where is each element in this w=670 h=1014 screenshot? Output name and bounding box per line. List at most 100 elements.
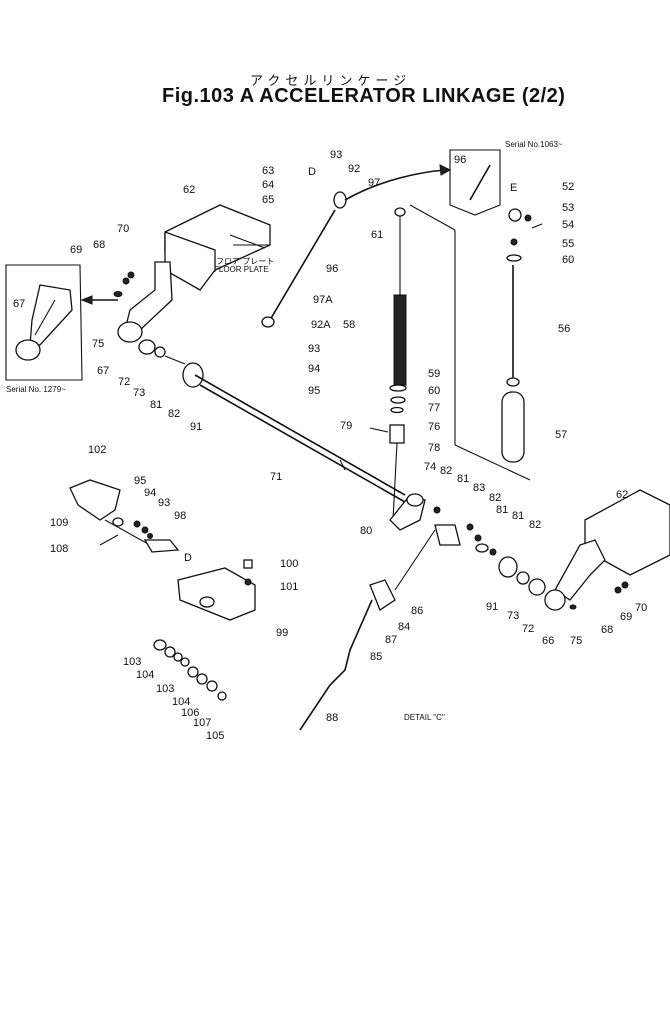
callout: 59	[428, 368, 440, 380]
callout: 67	[13, 298, 25, 310]
inset-serial-1063	[449, 149, 501, 216]
callout: D	[308, 166, 316, 178]
callout: 58	[343, 319, 355, 331]
lower-pedal-assembly	[69, 479, 256, 621]
callout: 60	[428, 385, 440, 397]
callout: 107	[193, 717, 211, 729]
callout: 92A	[311, 319, 331, 331]
callout: 70	[117, 223, 129, 235]
callout: 61	[371, 229, 383, 241]
callout: 109	[50, 517, 68, 529]
callout: 91	[486, 601, 498, 613]
rod-96	[269, 209, 336, 321]
callout: 103	[123, 656, 141, 668]
callout: 82	[440, 465, 452, 477]
callout: 81	[150, 399, 162, 411]
callout: 52	[562, 181, 574, 193]
washer-stack	[153, 639, 227, 701]
callout: 76	[428, 421, 440, 433]
bell-crank	[389, 493, 497, 556]
floor-plate-bracket	[164, 204, 271, 291]
callout: 72	[522, 623, 534, 635]
callout: 67	[97, 365, 109, 377]
callout: 56	[558, 323, 570, 335]
callout: 95	[134, 475, 146, 487]
callout: 69	[620, 611, 632, 623]
callout: 93	[158, 497, 170, 509]
callout: 86	[411, 605, 423, 617]
callout: 73	[133, 387, 145, 399]
callout: 98	[174, 510, 186, 522]
callout: 69	[70, 244, 82, 256]
callout: 53	[562, 202, 574, 214]
callout: 97A	[313, 294, 333, 306]
callout: 62	[183, 184, 195, 196]
callout: 100	[280, 558, 298, 570]
callout: 102	[88, 444, 106, 456]
callout: 104	[136, 669, 154, 681]
callout: 68	[93, 239, 105, 251]
callout: 108	[50, 543, 68, 555]
callout: 83	[473, 482, 485, 494]
callout: 72	[118, 376, 130, 388]
clevis-84	[369, 579, 396, 611]
note-floor-plate: FLOOR PLATE	[214, 265, 269, 274]
callout: 94	[144, 487, 156, 499]
callout: 65	[262, 194, 274, 206]
callouts: 63 64 65 93 D 92 97 62 70 68 69 96 96 Se…	[6, 140, 647, 742]
accelerator-rod	[194, 374, 406, 503]
callout: 55	[562, 238, 574, 250]
callout: 97	[368, 177, 380, 189]
callout: 71	[270, 471, 282, 483]
callout: 66	[542, 635, 554, 647]
callout: 82	[168, 408, 180, 420]
callout: D	[184, 552, 192, 564]
callout: 79	[340, 420, 352, 432]
callout: 64	[262, 179, 274, 191]
callout: 81	[457, 473, 469, 485]
callout: 85	[370, 651, 382, 663]
rod-88	[299, 599, 373, 731]
callout: 91	[190, 421, 202, 433]
note-floor-plate-jp: フロア プレート	[216, 257, 274, 266]
callout: 93	[308, 343, 320, 355]
callout: 105	[206, 730, 224, 742]
callout: 106	[181, 707, 199, 719]
accelerator-pedal-lever	[113, 261, 204, 388]
callout: 57	[555, 429, 567, 441]
callout: 101	[280, 581, 298, 593]
callout: 75	[570, 635, 582, 647]
callout: 96	[326, 263, 338, 275]
damper-assembly	[501, 208, 543, 463]
callout: 95	[308, 385, 320, 397]
frame-bracket-right	[498, 489, 670, 611]
callout: 70	[635, 602, 647, 614]
callout: 78	[428, 442, 440, 454]
callout: 63	[262, 165, 274, 177]
callout: 92	[348, 163, 360, 175]
callout: 84	[398, 621, 410, 633]
note-detail-c: DETAIL "C"	[404, 713, 445, 722]
callout: 81	[512, 510, 524, 522]
note-serial-1279: Serial No. 1279~	[6, 385, 66, 394]
callout: 60	[562, 254, 574, 266]
callout: 68	[601, 624, 613, 636]
callout: 74	[424, 461, 436, 473]
callout: 77	[428, 402, 440, 414]
callout: 81	[496, 504, 508, 516]
inset-serial-1279	[5, 264, 83, 381]
callout: 75	[92, 338, 104, 350]
callout: 73	[507, 610, 519, 622]
callout: 103	[156, 683, 174, 695]
callout: 80	[360, 525, 372, 537]
callout: 87	[385, 634, 397, 646]
callout: 54	[562, 219, 574, 231]
title-japanese: アクセルリンケージ	[250, 74, 412, 89]
callout: 88	[326, 712, 338, 724]
callout: 94	[308, 363, 320, 375]
callout: 82	[529, 519, 541, 531]
note-serial-1063: Serial No.1063~	[505, 140, 563, 149]
callout: 96	[454, 154, 466, 166]
